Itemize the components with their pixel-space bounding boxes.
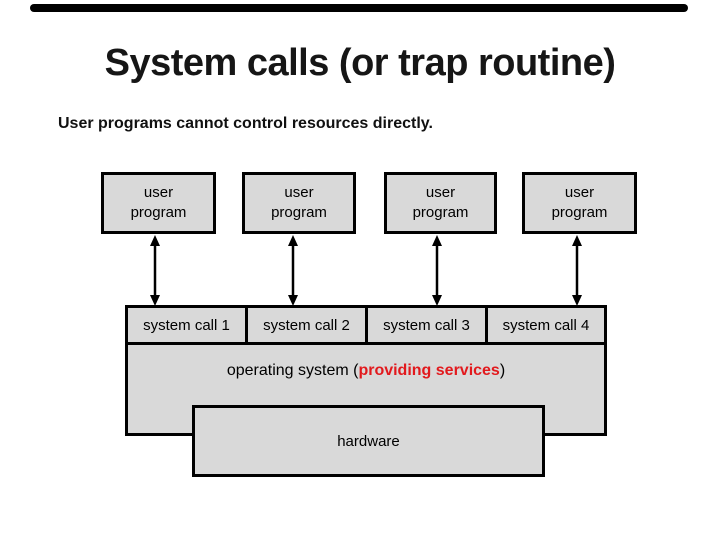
top-accent-bar — [30, 4, 688, 12]
user-program-label-3: user program — [412, 184, 469, 221]
operating-system-label: operating system (providing services) — [227, 362, 505, 380]
user-program-box-3: user program — [384, 172, 497, 234]
slide-subtitle: User programs cannot control resources d… — [58, 115, 433, 132]
user-program-label-4: user program — [551, 184, 608, 221]
system-call-label-3: system call 3 — [383, 316, 470, 334]
system-call-box-4: system call 4 — [485, 305, 607, 345]
double-arrow-3 — [432, 235, 442, 306]
system-call-label-4: system call 4 — [502, 316, 590, 334]
double-arrow-4 — [572, 235, 582, 306]
system-call-box-3: system call 3 — [365, 305, 488, 345]
user-program-box-1: user program — [101, 172, 216, 234]
user-program-label-2: user program — [271, 184, 327, 221]
hardware-label: hardware — [337, 432, 400, 450]
hardware-box: hardware — [192, 405, 545, 477]
system-call-box-1: system call 1 — [125, 305, 248, 345]
user-program-box-2: user program — [242, 172, 356, 234]
user-program-label-1: user program — [130, 184, 187, 221]
os-label-suffix: ) — [499, 362, 506, 379]
system-call-label-2: system call 2 — [263, 316, 350, 334]
os-label-prefix: operating system ( — [226, 362, 359, 379]
os-label-highlight: providing services — [358, 362, 500, 379]
double-arrow-2 — [288, 235, 298, 306]
system-call-label-1: system call 1 — [143, 316, 230, 334]
slide-title: System calls (or trap routine) — [104, 42, 616, 84]
system-call-box-2: system call 2 — [245, 305, 368, 345]
double-arrow-1 — [150, 235, 160, 306]
user-program-box-4: user program — [522, 172, 637, 234]
